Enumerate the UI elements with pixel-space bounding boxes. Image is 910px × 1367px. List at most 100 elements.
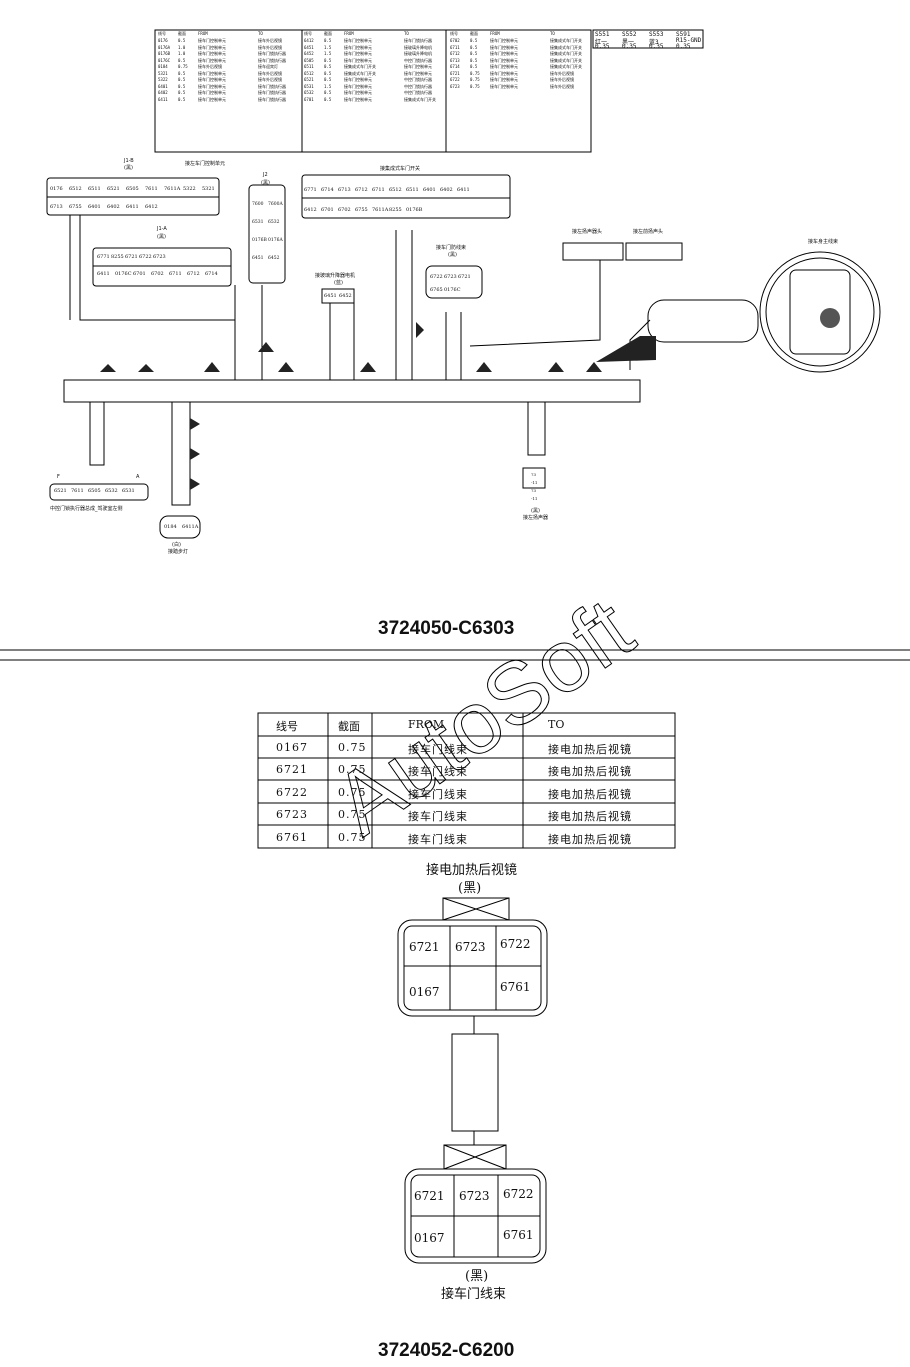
top-table-cell: 0184 [158,64,168,69]
top-table-cell: 5321 [158,70,168,76]
top-table-cell: 接车门锁执行器 [258,90,286,95]
j2-pin: 6451 [252,256,264,261]
mirror-top-pin: 6721 [409,940,440,954]
bottom-table-header: FROM [408,718,445,731]
top-table-cell: 6714 [450,64,460,69]
window-motor-color: (蓝) [334,280,343,286]
switch-pin: 6401 [423,187,436,193]
top-table-cell: 接车门控制单元 [198,38,226,43]
fuse-cell: 0.35 [622,43,637,50]
top-table-cell: 0.5 [324,96,332,102]
top-table-header: FROM [344,31,354,36]
harness-trunk [63,379,641,403]
top-table-cell: 6452 [304,51,314,56]
top-table-cell: 接集成式车门开关 [550,57,582,63]
top-table-cell: 6401 [158,83,168,89]
top-table-cell: 0176C [158,57,171,63]
actuator-pin: 6531 [122,488,135,494]
switch-pin: 6711 [372,187,385,193]
mirror-bottom-pin: 6721 [414,1189,445,1203]
top-table-cell: 1.0 [178,51,186,56]
switch-pin: 8255 [389,207,402,213]
pin-f: F [57,474,60,480]
top-table-cell: 0.5 [324,57,332,63]
top-table-cell: 6411 [158,96,168,102]
fuse-cell: S553 [649,31,664,38]
top-table-cell: 接车门控制单元 [344,90,372,95]
switch-pin: 6714 [321,187,334,193]
top-table-cell: 6402 [158,90,168,95]
top-table-header: 线号 [304,31,312,36]
top-table-cell: 接车外后视镜 [258,38,282,43]
top-table-cell: 6723 [450,83,460,89]
speaker-pin: 73 [531,472,537,477]
fuse-cell: S591 [676,31,691,38]
fuse-cell: 0.35 [676,43,691,50]
top-table-cell: 6701 [304,96,314,102]
top-table-cell: 0.5 [470,64,478,69]
top-table-cell: 接车门控制单元 [490,38,518,43]
switch-pin: 6712 [355,187,368,193]
courtesy-lamp-label: 接踏步灯 [168,549,189,555]
top-table-cell: 0.5 [470,38,478,43]
switch-pin: 0176B [406,207,423,213]
top-table-cell: 0.5 [324,77,332,82]
speaker-label: 接左扬声器 [523,515,549,521]
top-table-header: 线号 [450,31,458,36]
top-table-cell: 接车门锁执行器 [258,96,286,102]
j1b-pin: 6402 [107,204,120,210]
top-table-cell: 6531 [304,83,314,89]
left-tweeter2-connector [625,242,683,261]
j1a-label: J1-A [157,226,167,232]
top-table-cell: 6521 [304,77,314,82]
bottom-table-cell: 6761 [276,830,308,844]
top-table-cell: 接车门控制单元 [198,70,226,76]
main-harness-connector [759,251,881,373]
courtesy-lamp-connector [159,515,201,539]
mirror-pin: 6723 [444,274,457,280]
top-table-cell: 0.75 [178,64,188,69]
j2-pin: 6532 [268,220,280,225]
lock-actuator-label: 中控门锁执行器总成_驾驶室左侧 [50,506,123,512]
j1b-pin: 6755 [69,204,82,210]
top-table-cell: 接车外后视镜 [258,44,282,50]
motor-pin: 6451 [324,293,337,299]
j1a-pin: 6702 [151,271,164,277]
j1b-pin: 6512 [69,186,82,192]
switch-pin: 6701 [321,207,334,213]
top-table-cell: 接车门控制单元 [344,51,372,56]
speaker-connector [522,467,546,489]
top-table-cell: 6713 [450,57,460,63]
top-table-cell: 中控门锁执行器 [404,57,432,63]
fuse-cell: R15-GND [676,37,702,44]
top-table-cell: 6505 [304,57,314,63]
top-table-header: 线号 [158,31,166,36]
j1b-label: J1-B [124,158,134,164]
j1a-connector [92,247,232,287]
top-table-cell: 接车外后视镜 [198,64,222,69]
top-table-cell: 6532 [304,90,314,95]
top-table-cell: 接车门控制单元 [344,38,372,43]
top-table-cell: 0.5 [178,70,186,76]
speaker-color: (黑) [531,508,540,514]
main-harness-label: 接车身主线束 [808,239,839,245]
top-table-cell: 接车门控制单元 [490,44,518,50]
top-table-cell: 0.75 [470,70,480,76]
top-table-cell: 接车门控制单元 [490,70,518,76]
bottom-table-cell: 接电加热后视镜 [548,765,632,779]
switch-pin: 6512 [389,187,402,193]
j1a-pin: 0176C [115,271,132,277]
mirror-bottom-title: 接车门线束 [441,1287,507,1302]
j1a-pin: 6711 [169,271,182,277]
j2-label: J2 [263,172,268,178]
top-table-cell: 0.5 [324,90,332,95]
top-table-cell: 接车迎宾灯 [258,64,278,69]
top-table-cell: 6451 [304,44,314,50]
top-table-cell: 1.5 [324,51,332,56]
fuse-cell: 0.35 [649,43,664,50]
top-table-cell: 接玻璃升降电机 [404,44,432,50]
top-table-cell: 接车门锁执行器 [404,38,432,43]
j1a-pin: 6411 [97,271,110,277]
mirror-top-title: 接电加热后视镜 [426,863,518,878]
actuator-pin: 7611 [71,488,84,494]
